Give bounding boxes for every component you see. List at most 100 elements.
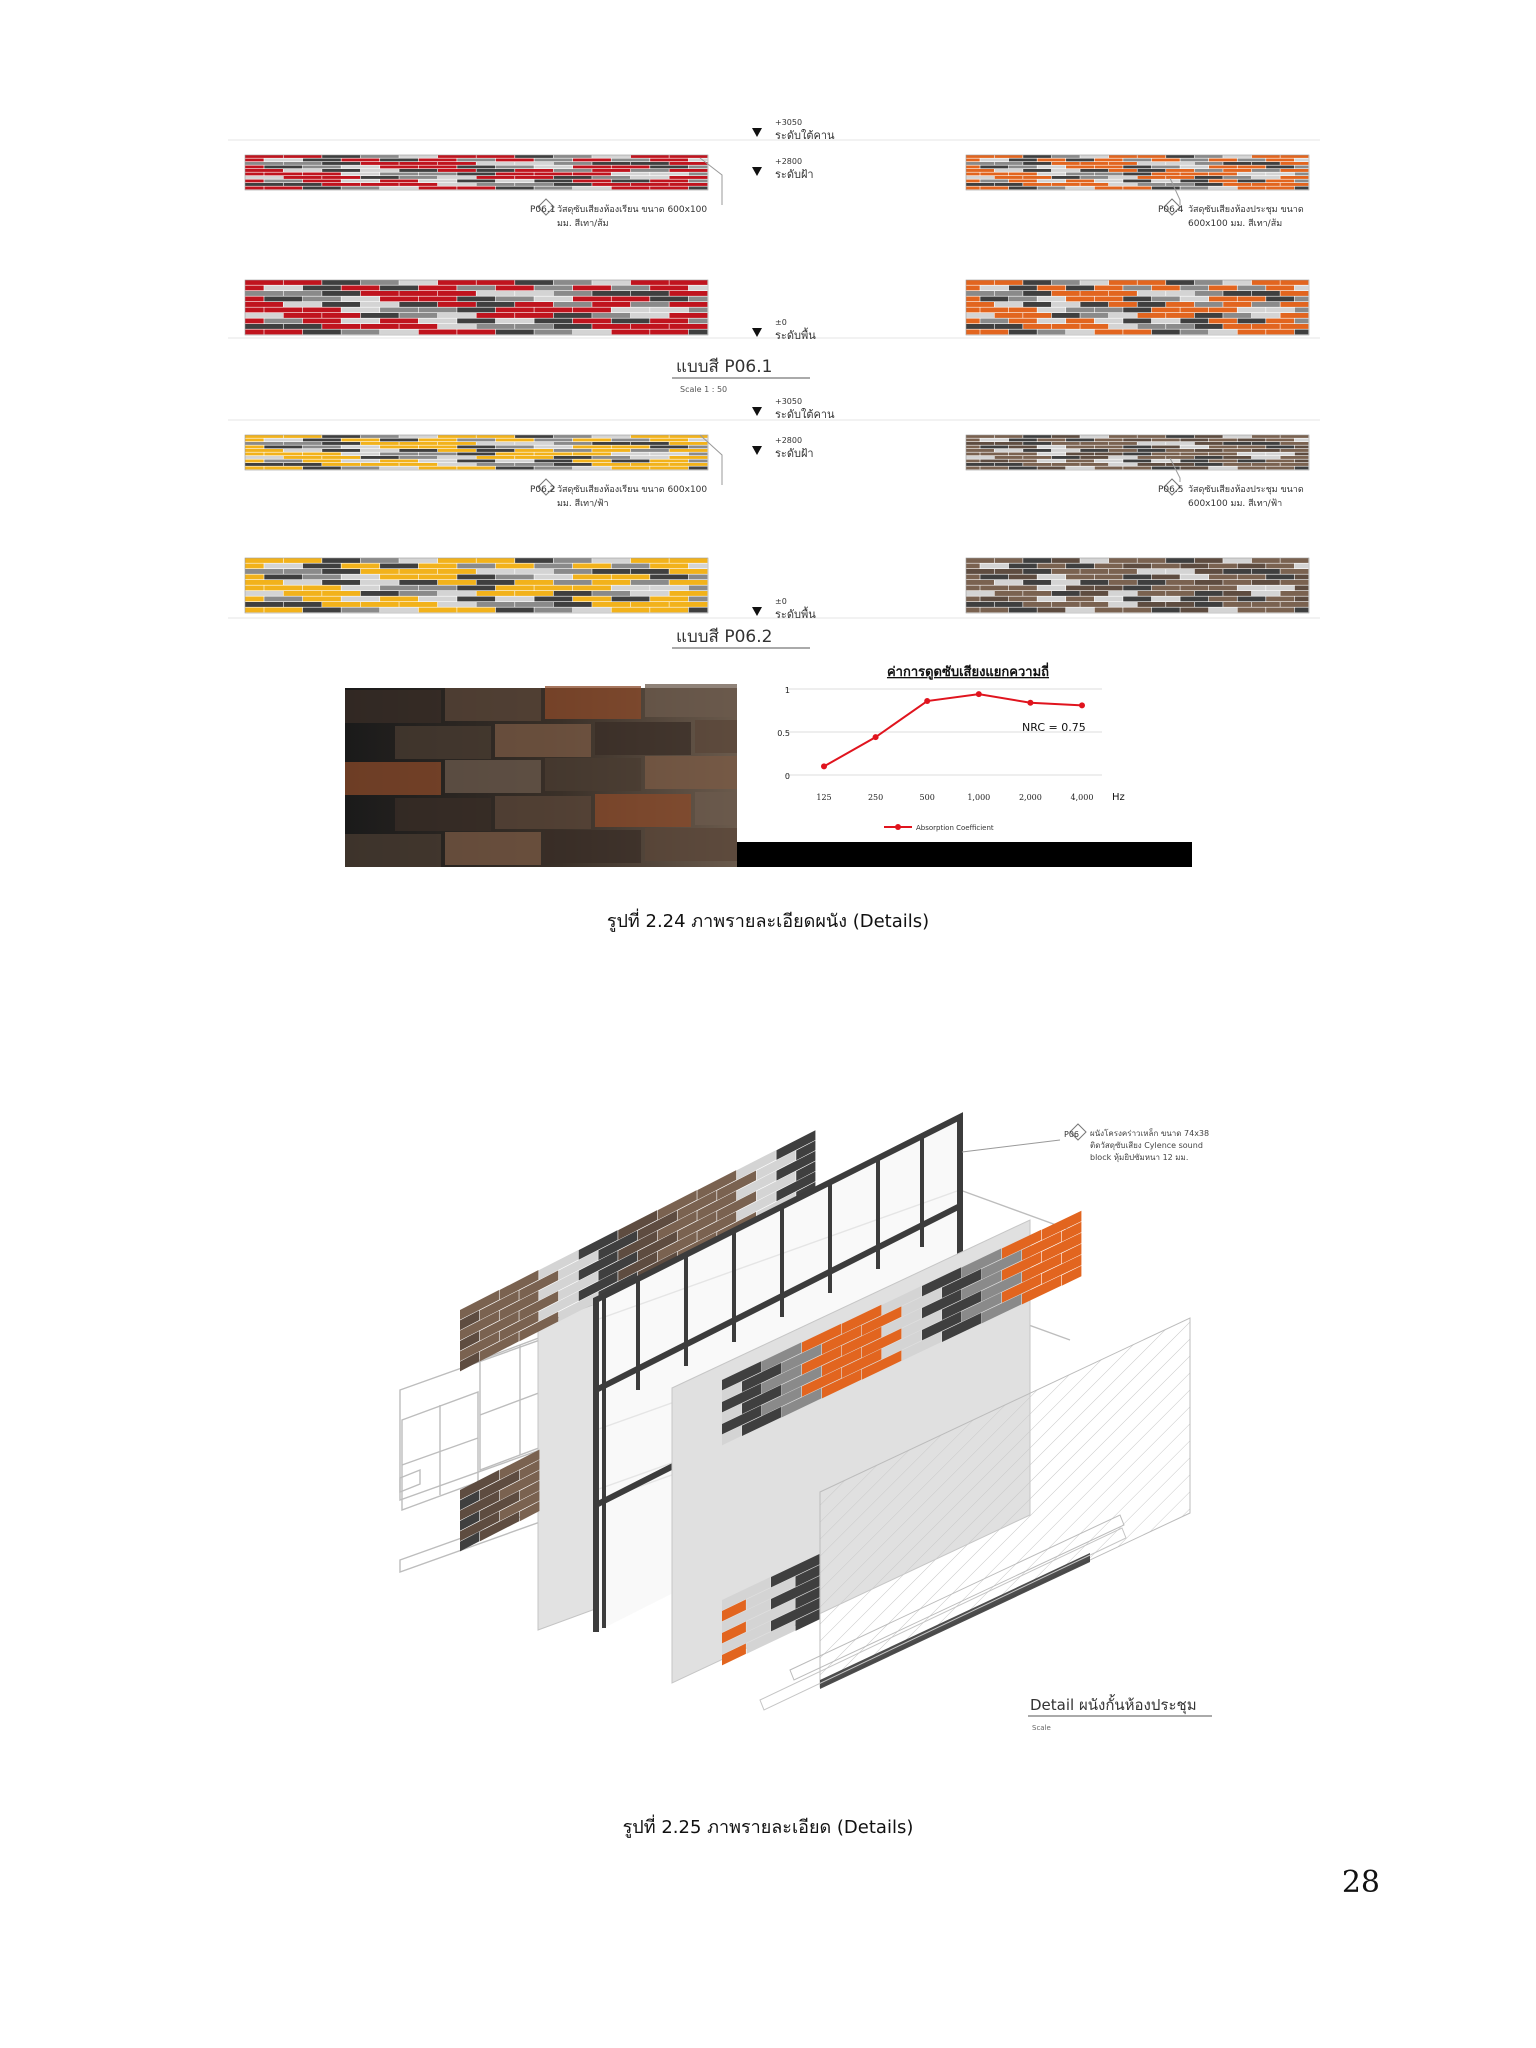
acoustic-tile	[742, 1384, 782, 1414]
acoustic-tile	[1194, 169, 1223, 172]
figure-2-25-caption: รูปที่ 2.25 ภาพรายละเอียด (Details)	[622, 1817, 914, 1838]
acoustic-tile	[1042, 1232, 1082, 1262]
acoustic-tile	[862, 1328, 902, 1358]
acoustic-tile	[1123, 165, 1152, 169]
acoustic-tile	[982, 1250, 1022, 1280]
acoustic-tile	[1008, 186, 1037, 190]
acoustic-tile	[1251, 280, 1280, 285]
acoustic-tile	[572, 285, 611, 291]
acoustic-tile	[302, 438, 341, 442]
acoustic-tile	[1180, 563, 1209, 569]
acoustic-tile	[418, 172, 457, 176]
acoustic-tile	[966, 179, 980, 183]
acoustic-tile	[980, 452, 1009, 456]
acoustic-tile	[611, 438, 650, 442]
acoustic-tile	[1266, 318, 1295, 324]
acoustic-tile	[688, 179, 708, 183]
acoustic-tile	[245, 318, 264, 324]
acoustic-tile	[360, 183, 399, 186]
note-text: มม. สีเทา/ส้ม	[557, 218, 609, 229]
level-marker-beam-1: +3050 ระดับใต้คาน	[752, 118, 835, 142]
acoustic-tile	[245, 574, 264, 580]
acoustic-tile	[1294, 285, 1309, 291]
acoustic-tile	[245, 280, 283, 285]
acoustic-tile	[1208, 329, 1237, 335]
acoustic-tile	[966, 172, 980, 176]
acoustic-tile	[341, 296, 380, 302]
acoustic-tile	[994, 558, 1023, 563]
nrc-annotation: NRC = 0.75	[1022, 721, 1086, 734]
acoustic-tile	[380, 459, 419, 463]
acoustic-tile	[966, 176, 994, 179]
acoustic-tile	[1251, 591, 1280, 596]
acoustic-tile	[553, 313, 592, 318]
triangle-down-icon	[752, 607, 762, 616]
acoustic-tile	[1266, 585, 1295, 591]
acoustic-tile	[245, 452, 264, 456]
acoustic-tile	[1180, 307, 1209, 313]
acoustic-tile	[380, 296, 419, 302]
acoustic-tile	[534, 158, 573, 162]
acoustic-tile	[630, 280, 669, 285]
acoustic-tile	[1208, 172, 1237, 176]
acoustic-tile	[1280, 162, 1309, 165]
acoustic-tile	[994, 176, 1023, 179]
triangle-down-icon	[752, 128, 762, 137]
acoustic-tile	[592, 169, 631, 172]
acoustic-tile	[457, 438, 496, 442]
fabric-tile	[645, 828, 737, 861]
acoustic-tile	[264, 158, 303, 162]
acoustic-tile	[322, 313, 361, 318]
acoustic-tile	[341, 307, 380, 313]
data-point	[872, 734, 879, 741]
acoustic-tile	[322, 442, 361, 445]
acoustic-tile	[1208, 563, 1237, 569]
acoustic-tile	[437, 313, 476, 318]
acoustic-tile	[688, 158, 708, 162]
acoustic-tile	[520, 1459, 540, 1480]
acoustic-tile	[495, 574, 534, 580]
acoustic-tile	[688, 466, 708, 470]
acoustic-tile	[1066, 329, 1095, 335]
acoustic-tile	[302, 445, 341, 449]
level-label: ระดับฝ้า	[775, 168, 814, 181]
p065-top-wall-panel	[965, 434, 1310, 471]
acoustic-tile	[539, 1270, 579, 1301]
acoustic-tile	[1251, 442, 1280, 445]
acoustic-tile	[499, 1270, 539, 1300]
acoustic-tile	[1166, 591, 1195, 596]
acoustic-tile	[688, 307, 708, 313]
acoustic-tile	[650, 285, 689, 291]
acoustic-tile	[264, 285, 303, 291]
acoustic-tile	[399, 602, 438, 607]
acoustic-tile	[418, 186, 457, 190]
acoustic-tile	[519, 1311, 559, 1342]
acoustic-tile	[669, 463, 708, 466]
acoustic-tile	[399, 302, 438, 307]
acoustic-tile	[1180, 285, 1209, 291]
acoustic-tile	[283, 569, 322, 574]
acoustic-tile	[966, 596, 980, 602]
acoustic-tile	[677, 1211, 717, 1241]
acoustic-tile	[437, 155, 476, 158]
acoustic-tile	[341, 563, 380, 569]
acoustic-tile	[1166, 291, 1195, 296]
acoustic-tile	[650, 466, 689, 470]
acoustic-tile	[515, 291, 554, 296]
acoustic-tile	[1294, 607, 1309, 613]
acoustic-tile	[650, 186, 689, 190]
acoustic-tile	[264, 186, 303, 190]
acoustic-tile	[495, 318, 534, 324]
acoustic-tile	[245, 445, 264, 449]
acoustic-tile	[688, 596, 708, 602]
acoustic-tile	[592, 558, 631, 563]
acoustic-tile	[942, 1268, 982, 1298]
acoustic-tile	[1151, 452, 1180, 456]
acoustic-tile	[1237, 307, 1266, 313]
acoustic-tile	[480, 1470, 520, 1500]
acoustic-tile	[630, 324, 669, 329]
acoustic-tile	[1208, 607, 1237, 613]
acoustic-tile	[1251, 176, 1280, 179]
acoustic-tile	[630, 169, 669, 172]
chart-series	[821, 691, 1085, 770]
